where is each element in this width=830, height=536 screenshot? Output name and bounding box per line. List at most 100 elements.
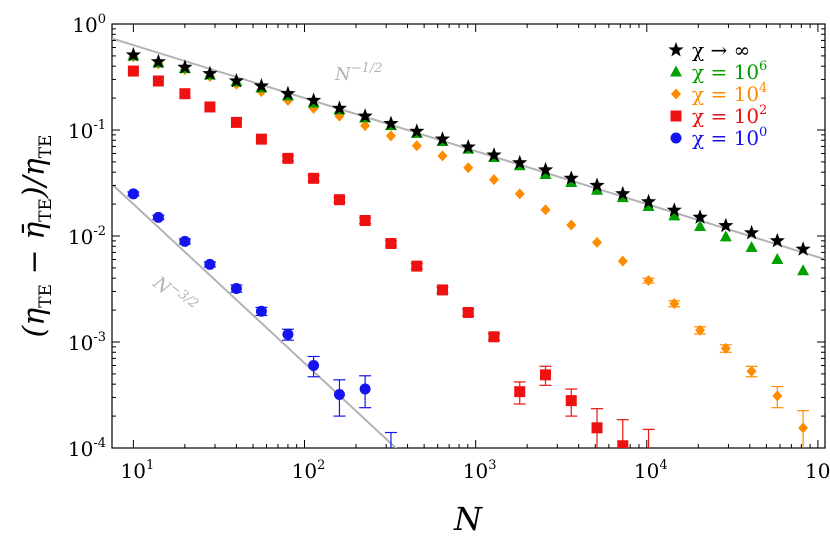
data-point xyxy=(460,139,476,154)
data-series xyxy=(125,47,811,448)
legend-label-2: χ = 106 xyxy=(692,59,767,84)
data-point xyxy=(537,161,554,177)
data-point xyxy=(643,275,654,287)
legend-marker-4 xyxy=(670,110,682,122)
data-point xyxy=(512,154,528,170)
y-tick-label: 10-4 xyxy=(68,436,106,461)
data-point xyxy=(179,235,191,247)
data-point xyxy=(539,168,552,180)
x-tick-label: 102 xyxy=(292,458,326,483)
data-point xyxy=(282,328,294,340)
x-tick-label: 104 xyxy=(634,458,668,483)
data-point xyxy=(640,193,657,209)
y-tick-label: 10-2 xyxy=(68,224,106,249)
data-point xyxy=(745,240,758,252)
data-point xyxy=(280,85,296,101)
data-point xyxy=(669,298,680,310)
data-point xyxy=(692,209,708,224)
data-point xyxy=(488,331,500,343)
data-point xyxy=(127,188,139,200)
y-axis-label-text: (ηTE − η̄TE)/ηTE xyxy=(17,135,56,338)
data-point xyxy=(385,237,397,249)
data-point xyxy=(230,282,242,294)
data-point xyxy=(357,108,373,123)
reference-line-label-1: N−1/2 xyxy=(334,61,383,85)
axis-ticks xyxy=(112,23,825,449)
data-point xyxy=(463,162,474,174)
y-tick-label: 10-1 xyxy=(68,118,106,143)
data-point xyxy=(125,47,141,62)
data-point xyxy=(566,219,577,231)
data-point xyxy=(305,92,322,107)
data-point xyxy=(230,116,242,128)
data-point xyxy=(255,305,267,317)
data-point xyxy=(204,258,216,270)
data-point xyxy=(771,253,784,265)
data-point xyxy=(385,130,396,142)
x-axis-label: N xyxy=(453,500,483,536)
data-point xyxy=(359,215,371,227)
data-point xyxy=(769,232,785,248)
data-point xyxy=(488,174,499,186)
data-point xyxy=(152,75,164,87)
data-point xyxy=(592,236,603,248)
data-point xyxy=(720,342,731,354)
data-point xyxy=(565,395,577,407)
data-point xyxy=(795,241,811,256)
legend-label-4: χ = 102 xyxy=(692,103,767,128)
data-point xyxy=(282,152,294,164)
x-tick-label: 105 xyxy=(805,458,830,483)
data-point xyxy=(718,217,734,233)
data-point xyxy=(694,219,707,231)
data-point xyxy=(333,194,345,206)
data-point xyxy=(434,131,451,146)
data-point xyxy=(228,72,245,88)
plot-area xyxy=(111,23,826,449)
legend-marker-5 xyxy=(670,132,682,144)
legend-marker-1 xyxy=(668,42,684,57)
y-tick-label: 10-3 xyxy=(68,330,106,355)
legend-label-5: χ = 100 xyxy=(692,125,767,150)
data-point xyxy=(360,120,371,132)
series-5 xyxy=(127,188,397,448)
data-point xyxy=(591,422,603,434)
data-point xyxy=(798,422,809,434)
data-point xyxy=(411,140,422,152)
data-point xyxy=(333,388,345,400)
data-point xyxy=(437,150,448,162)
data-point xyxy=(668,209,681,221)
data-point xyxy=(253,78,270,93)
data-point xyxy=(695,324,706,336)
data-point xyxy=(540,204,551,216)
data-point xyxy=(150,53,166,69)
data-point xyxy=(204,101,216,113)
data-point xyxy=(589,177,605,192)
data-point xyxy=(615,185,631,201)
data-point xyxy=(514,188,525,200)
x-tick-label: 103 xyxy=(463,458,497,483)
y-tick-label: 100 xyxy=(72,12,106,37)
data-point xyxy=(359,383,371,395)
data-point xyxy=(617,255,628,267)
y-axis-label: (ηTE − η̄TE)/ηTE xyxy=(17,135,56,338)
data-point xyxy=(383,115,399,131)
data-point xyxy=(486,147,502,162)
data-point xyxy=(797,264,810,276)
data-point xyxy=(308,172,320,184)
data-point xyxy=(666,202,682,217)
data-point xyxy=(409,123,425,138)
series-3 xyxy=(128,51,810,448)
data-point xyxy=(591,183,604,195)
data-point xyxy=(746,365,757,377)
data-point xyxy=(462,306,474,318)
series-4 xyxy=(127,65,655,448)
legend-marker-3 xyxy=(671,88,681,100)
data-point xyxy=(255,133,267,145)
data-point xyxy=(514,386,526,398)
data-point xyxy=(617,440,629,448)
data-point xyxy=(772,390,783,402)
data-point xyxy=(127,65,139,77)
data-point xyxy=(177,59,193,74)
